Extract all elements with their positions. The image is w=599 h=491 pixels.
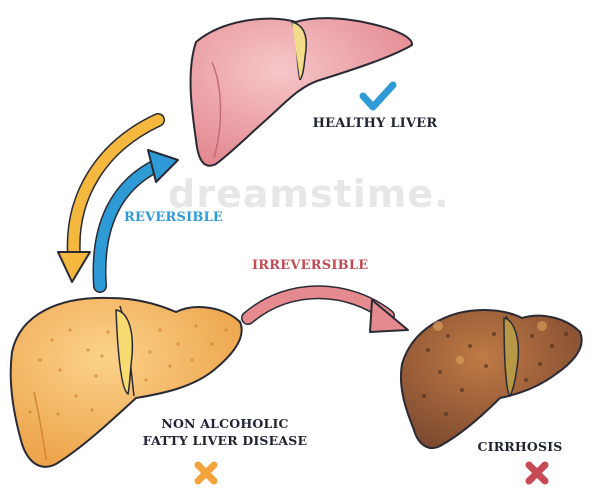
cirrhotic-liver-illustration (401, 310, 582, 448)
check-icon (363, 85, 393, 107)
reversible-arrow-yellow (58, 120, 158, 282)
nafld-label-line1: NON ALCOHOLIC (140, 416, 310, 431)
nafld-label-line2: FATTY LIVER DISEASE (140, 433, 310, 448)
healthy-liver-label: HEALTHY LIVER (300, 116, 450, 131)
cross-icon (529, 465, 545, 481)
irreversible-arrow (248, 292, 408, 332)
reversible-label: REVERSIBLE (124, 210, 223, 225)
irreversible-label: IRREVERSIBLE (252, 258, 368, 273)
healthy-liver-illustration (191, 18, 413, 166)
cross-icon (198, 465, 214, 481)
cirrhosis-label: CIRRHOSIS (470, 439, 570, 454)
